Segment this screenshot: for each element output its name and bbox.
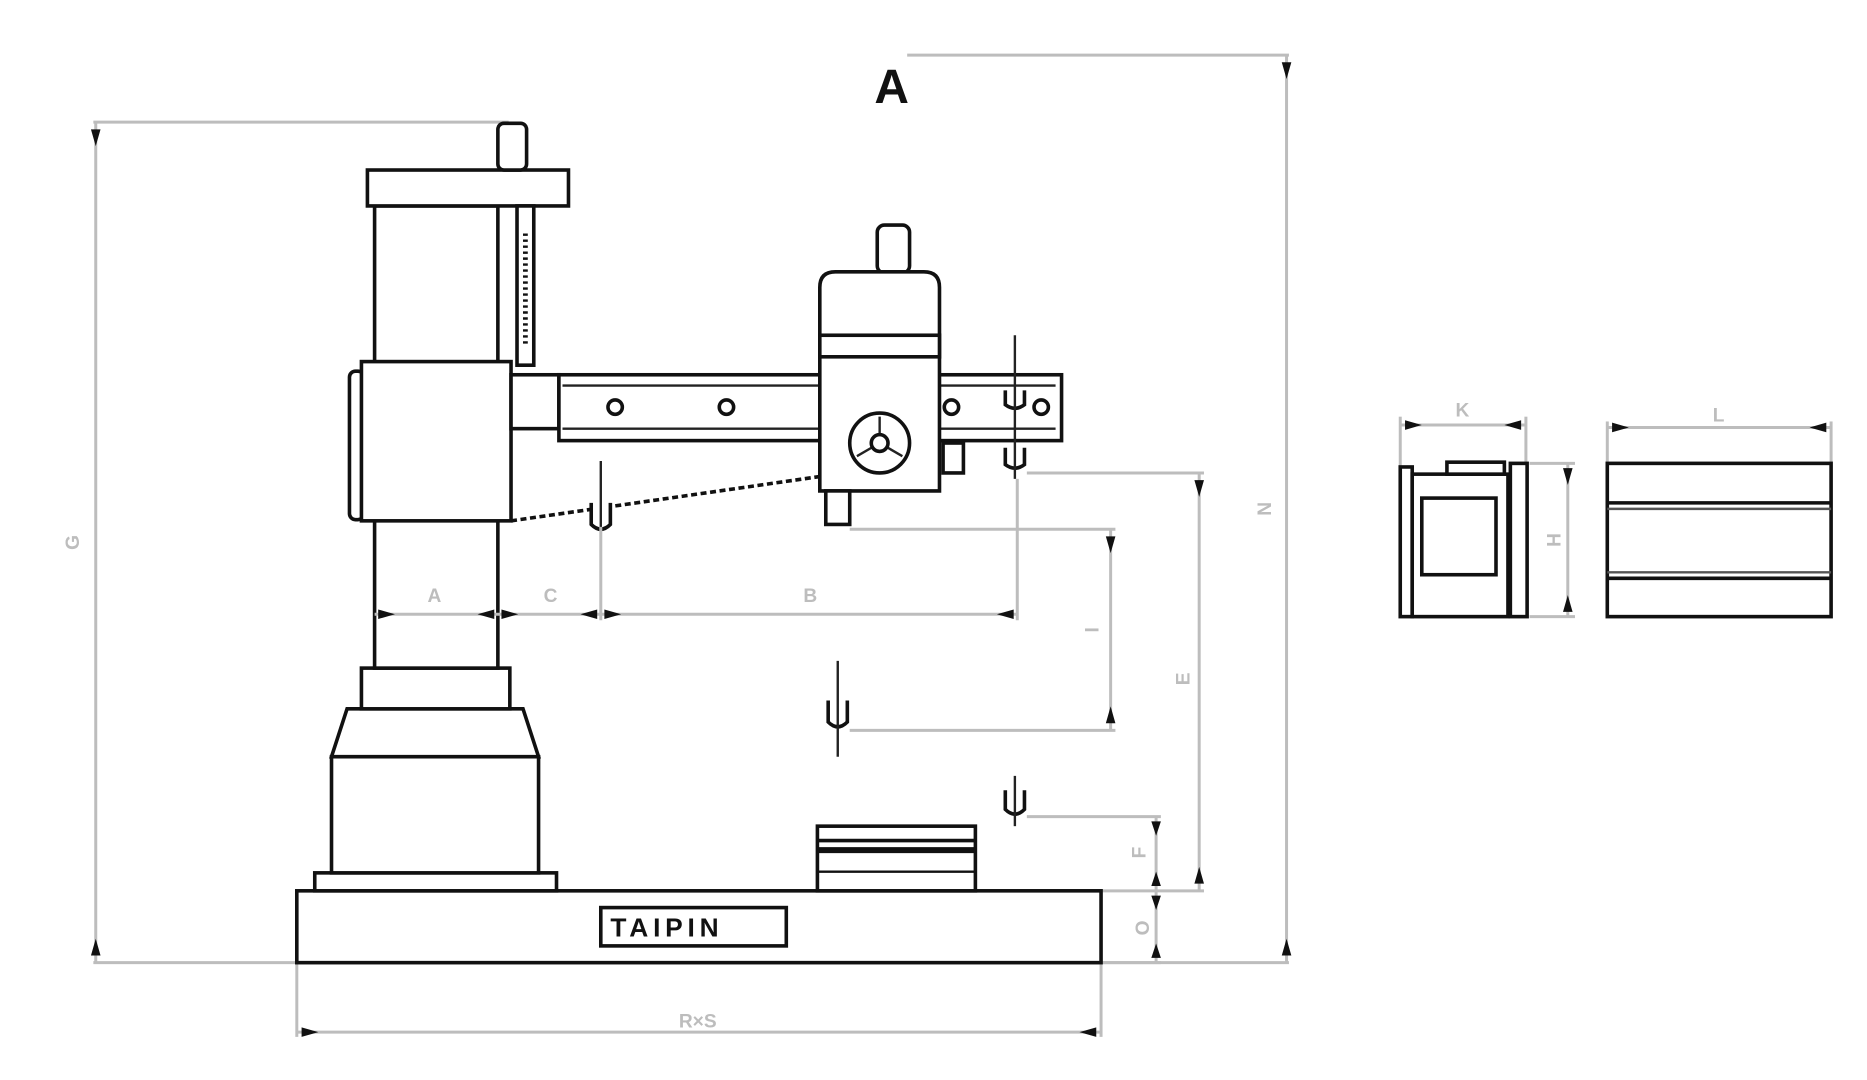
dim-label-o: O xyxy=(1133,920,1154,935)
title-mark: A xyxy=(874,61,909,114)
dim-label-a: A xyxy=(428,586,442,607)
brand-plate-text: TAIPIN xyxy=(610,912,723,942)
dim-label-g: G xyxy=(63,535,84,550)
base: TAIPIN xyxy=(295,871,1103,965)
brand-plate xyxy=(598,905,789,948)
dim-label-f: F xyxy=(1129,847,1150,859)
dim-label-c: C xyxy=(544,586,558,607)
dim-label-rxs: R×S xyxy=(679,1011,717,1032)
dimension-f-o: F O xyxy=(1026,815,1161,965)
dim-label-b: B xyxy=(803,586,817,607)
drill-bits xyxy=(589,335,1027,827)
work-table xyxy=(815,824,978,893)
dim-label-n: N xyxy=(1255,502,1276,516)
dim-label-i: I xyxy=(1083,627,1104,632)
dimension-i: I xyxy=(849,527,1116,732)
dim-label-h: H xyxy=(1545,533,1566,547)
dim-label-e: E xyxy=(1174,672,1195,685)
table-side-view: K H xyxy=(1398,401,1575,619)
dim-label-k: K xyxy=(1456,401,1470,422)
dimension-g: G xyxy=(63,120,509,965)
dimension-e: E xyxy=(1026,471,1204,893)
dim-label-l: L xyxy=(1713,405,1725,426)
radial-arm xyxy=(347,359,1064,523)
dimension-a-c-b: A C B xyxy=(374,478,1019,621)
dimension-rxs: R×S xyxy=(295,962,1103,1037)
table-front-view: L xyxy=(1605,405,1833,619)
drill-head xyxy=(818,223,966,527)
